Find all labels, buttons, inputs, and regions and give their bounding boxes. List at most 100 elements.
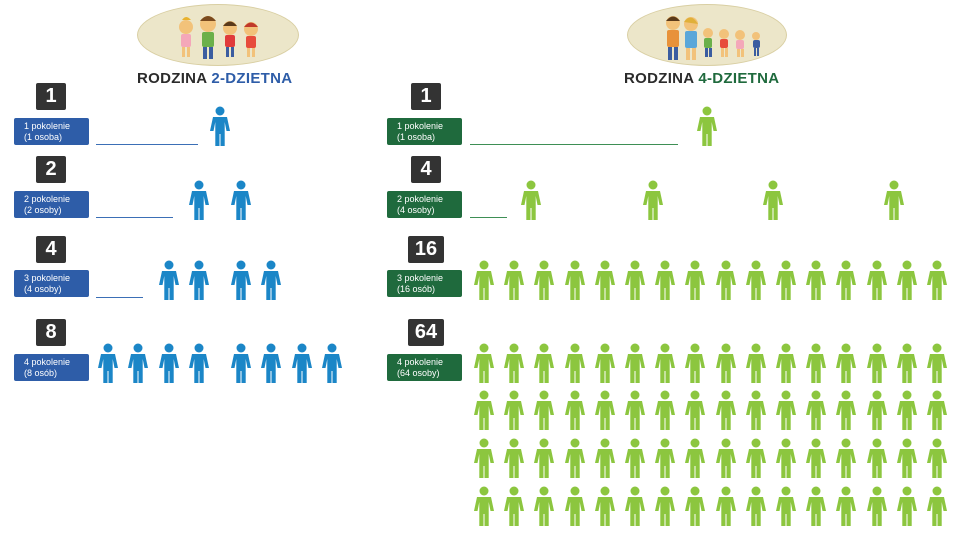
person-icon <box>502 343 526 383</box>
person-icon <box>865 390 889 430</box>
person-icon <box>774 438 798 478</box>
person-icon <box>683 343 707 383</box>
person-icon <box>563 438 587 478</box>
right-title: RODZINA 4-DZIETNA <box>624 70 779 87</box>
family-four-children-illustration <box>627 4 787 66</box>
left-row-3-line <box>96 297 143 298</box>
person-icon <box>925 343 949 383</box>
left-title: RODZINA 2-DZIETNA <box>137 70 292 87</box>
person-icon <box>925 390 949 430</box>
person-icon <box>229 260 253 300</box>
person-icon <box>259 260 283 300</box>
person-icon <box>714 438 738 478</box>
right-title-accent: 4-DZIETNA <box>698 70 780 87</box>
person-icon <box>834 438 858 478</box>
generation-count: (4 osoby) <box>397 204 435 215</box>
person-icon <box>187 180 211 220</box>
person-icon <box>895 438 919 478</box>
person-icon <box>761 180 785 220</box>
right-row-2-line <box>470 217 507 218</box>
generation-name: 2 pokolenie <box>397 193 444 204</box>
person-icon <box>593 438 617 478</box>
person-icon <box>502 438 526 478</box>
person-icon <box>623 486 647 526</box>
person-icon <box>472 260 496 300</box>
person-icon <box>744 438 768 478</box>
right-row-3-count: 16 <box>408 236 444 263</box>
generation-name: 3 pokolenie <box>397 272 444 283</box>
generation-count: (16 osób) <box>397 283 436 294</box>
person-icon <box>834 486 858 526</box>
right-row-3-generation-label: 3 pokolenie (16 osób) <box>387 270 462 297</box>
generation-count: (2 osoby) <box>24 204 62 215</box>
left-row-1-line <box>96 144 198 145</box>
person-icon <box>683 486 707 526</box>
person-icon <box>925 438 949 478</box>
person-icon <box>653 390 677 430</box>
person-icon <box>804 260 828 300</box>
person-icon <box>472 390 496 430</box>
person-icon <box>882 180 906 220</box>
person-icon <box>229 180 253 220</box>
person-icon <box>714 390 738 430</box>
generation-name: 4 pokolenie <box>24 356 71 367</box>
person-icon <box>804 438 828 478</box>
person-icon <box>744 343 768 383</box>
right-row-1-generation-label: 1 pokolenie (1 osoba) <box>387 118 462 145</box>
person-icon <box>623 343 647 383</box>
person-icon <box>653 343 677 383</box>
person-icon <box>472 343 496 383</box>
person-icon <box>834 343 858 383</box>
left-row-2-line <box>96 217 173 218</box>
generation-name: 4 pokolenie <box>397 356 444 367</box>
person-icon <box>502 486 526 526</box>
person-icon <box>623 260 647 300</box>
right-row-4-generation-label: 4 pokolenie (64 osoby) <box>387 354 462 381</box>
generation-count: (4 osoby) <box>24 283 62 294</box>
generation-name: 3 pokolenie <box>24 272 71 283</box>
person-icon <box>925 260 949 300</box>
person-icon <box>714 260 738 300</box>
person-icon <box>157 343 181 383</box>
person-icon <box>593 486 617 526</box>
person-icon <box>804 390 828 430</box>
person-icon <box>208 106 232 146</box>
person-icon <box>157 260 181 300</box>
left-row-1-generation-label: 1 pokolenie (1 osoba) <box>14 118 89 145</box>
person-icon <box>744 486 768 526</box>
person-icon <box>653 260 677 300</box>
person-icon <box>744 390 768 430</box>
person-icon <box>683 260 707 300</box>
family-with-two-children-icon <box>179 16 258 59</box>
person-icon <box>519 180 543 220</box>
right-title-prefix: RODZINA <box>624 70 699 87</box>
right-row-1-count: 1 <box>411 83 441 110</box>
left-row-2-count: 2 <box>36 156 66 183</box>
right-row-4-count: 64 <box>408 319 444 346</box>
person-icon <box>653 486 677 526</box>
person-icon <box>774 343 798 383</box>
person-icon <box>593 390 617 430</box>
person-icon <box>532 390 556 430</box>
left-row-4-generation-label: 4 pokolenie (8 osób) <box>14 354 89 381</box>
person-icon <box>532 438 556 478</box>
person-icon <box>774 390 798 430</box>
person-icon <box>774 260 798 300</box>
person-icon <box>641 180 665 220</box>
person-icon <box>472 438 496 478</box>
generation-count: (1 osoba) <box>397 131 436 142</box>
person-icon <box>96 343 120 383</box>
person-icon <box>290 343 314 383</box>
left-title-accent: 2-DZIETNA <box>211 70 293 87</box>
person-icon <box>653 438 677 478</box>
person-icon <box>714 343 738 383</box>
person-icon <box>502 260 526 300</box>
person-icon <box>714 486 738 526</box>
person-icon <box>502 390 526 430</box>
right-row-2-count: 4 <box>411 156 441 183</box>
person-icon <box>593 343 617 383</box>
person-icon <box>187 260 211 300</box>
person-icon <box>683 438 707 478</box>
person-icon <box>804 486 828 526</box>
person-icon <box>895 260 919 300</box>
